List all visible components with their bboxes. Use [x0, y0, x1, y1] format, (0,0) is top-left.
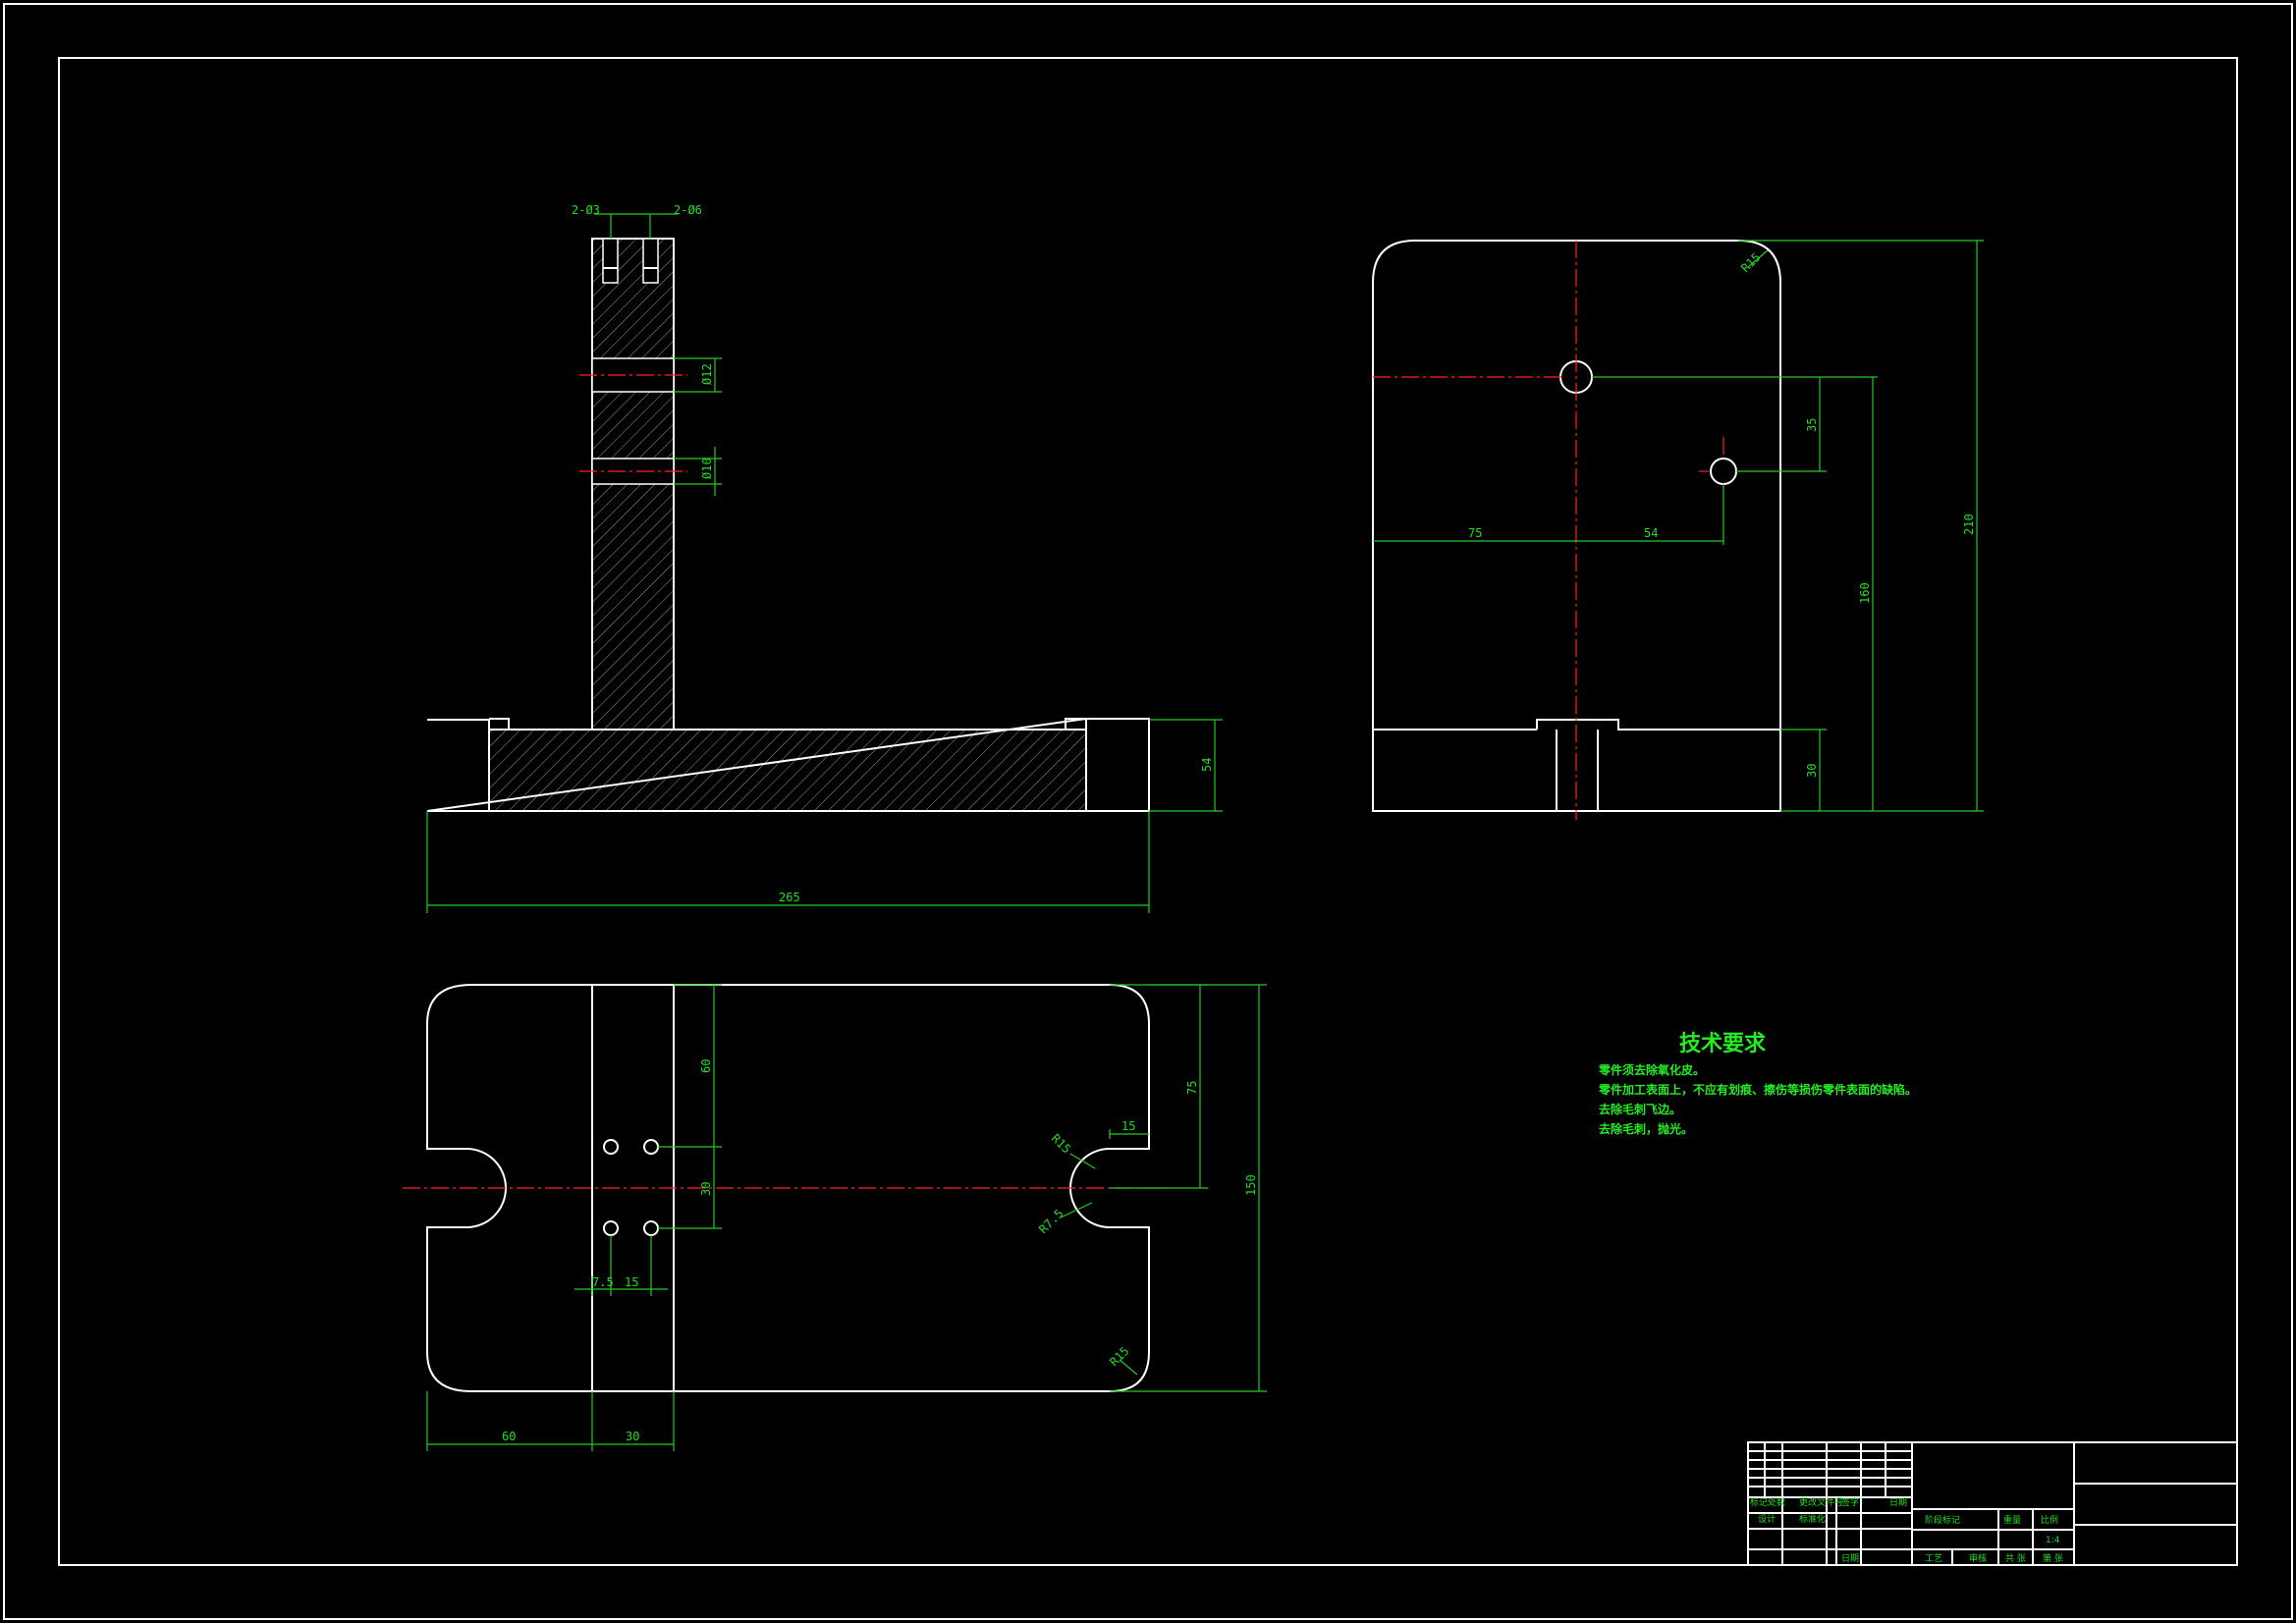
tech-req-line-2: 零件加工表面上，不应有划痕、擦伤等损伤零件表面的缺陷。: [1598, 1082, 1917, 1097]
top-view: 60 30 75 150 15 R15 R7.5 R15 7.5 15 60 3…: [403, 984, 1267, 1451]
dim-r15-side: R15: [1738, 250, 1763, 275]
tb-header-mark: 标记: [1750, 1496, 1768, 1508]
tb-process: 工艺: [1925, 1553, 1942, 1564]
dim-2-d6: 2-Ø6: [674, 203, 702, 217]
hatch-base: [489, 730, 1086, 811]
dim-2-d3: 2-Ø3: [572, 203, 600, 217]
dim-265: 265: [779, 891, 800, 904]
tech-req-line-1: 零件须去除氧化皮。: [1598, 1062, 1705, 1077]
dim-60-top: 60: [699, 1059, 713, 1073]
tech-req-line-3: 去除毛刺飞边。: [1599, 1102, 1681, 1116]
dim-15-slot: 15: [1121, 1119, 1135, 1133]
hatch-column-mid: [592, 392, 674, 459]
small-hole-left: [602, 238, 619, 284]
through-hole-lower: [591, 458, 675, 485]
front-outline: [426, 238, 1150, 812]
through-hole-upper: [591, 357, 675, 393]
tech-req-line-4: 去除毛刺，抛光。: [1599, 1121, 1693, 1136]
pin-hole-1: [603, 1139, 619, 1155]
dim-15-top: 15: [625, 1275, 638, 1289]
tb-header-date: 日期: [1889, 1497, 1907, 1508]
dim-35: 35: [1805, 418, 1819, 432]
title-block: 标记 处数 更改文件号 签字 日期 设计 标准化 日期 阶段标记 重量 比例 1…: [1747, 1441, 2238, 1566]
dim-30-bottom: 30: [626, 1430, 639, 1443]
outer-border: [3, 3, 2293, 1620]
tb-standard: 标准化: [1799, 1513, 1826, 1525]
tb-stage-mark: 阶段标记: [1925, 1514, 1960, 1526]
tb-header-changefile: 更改文件号: [1799, 1496, 1843, 1508]
dim-150: 150: [1244, 1174, 1258, 1196]
small-hole-right: [642, 238, 659, 284]
tb-design: 设计: [1758, 1513, 1776, 1525]
tech-req-title: 技术要求: [1679, 1031, 1766, 1056]
inner-frame: [58, 57, 2238, 1566]
dim-210: 210: [1962, 514, 1976, 535]
tb-weight: 重量: [2003, 1514, 2021, 1526]
tb-header-sign: 签字: [1841, 1496, 1859, 1508]
dim-30-side: 30: [1805, 764, 1819, 778]
technical-requirements: 技术要求 零件须去除氧化皮。 零件加工表面上，不应有划痕、擦伤等损伤零件表面的缺…: [1598, 1031, 1917, 1136]
tb-check: 审核: [1969, 1552, 1987, 1564]
tb-sheet-no: 第 张: [2043, 1552, 2063, 1564]
dim-54-side: 54: [1644, 526, 1658, 540]
dim-75: 75: [1468, 526, 1482, 540]
dim-d12: Ø12: [700, 363, 714, 385]
dim-54: 54: [1200, 758, 1214, 772]
tb-scale-value: 1:4: [2046, 1536, 2060, 1545]
dim-r15-slot: R15: [1049, 1131, 1073, 1156]
dim-7-5: 7.5: [592, 1275, 614, 1289]
dim-160: 160: [1858, 582, 1872, 604]
tb-header-count: 处数: [1768, 1496, 1785, 1508]
tb-sheets-total: 共 张: [2005, 1553, 2026, 1564]
dim-30-top: 30: [699, 1182, 713, 1196]
front-view: 2-Ø3 2-Ø6 Ø12 Ø10 54 265: [426, 203, 1223, 913]
pin-hole-4: [643, 1220, 659, 1236]
tb-scale-label: 比例: [2041, 1514, 2058, 1526]
pin-hole-2: [643, 1139, 659, 1155]
hatch-column-low: [592, 484, 674, 730]
dim-r15-corner: R15: [1107, 1344, 1131, 1369]
pin-hole-3: [603, 1220, 619, 1236]
side-hole-small: [1710, 458, 1737, 485]
side-view: 75 54 35 30 160 210 R15: [1372, 240, 1984, 820]
dim-60-bottom: 60: [502, 1430, 516, 1443]
dim-d10: Ø10: [700, 458, 714, 479]
dim-r7-5: R7.5: [1036, 1207, 1066, 1236]
dim-75-top: 75: [1185, 1081, 1199, 1095]
tb-date: 日期: [1841, 1553, 1859, 1564]
